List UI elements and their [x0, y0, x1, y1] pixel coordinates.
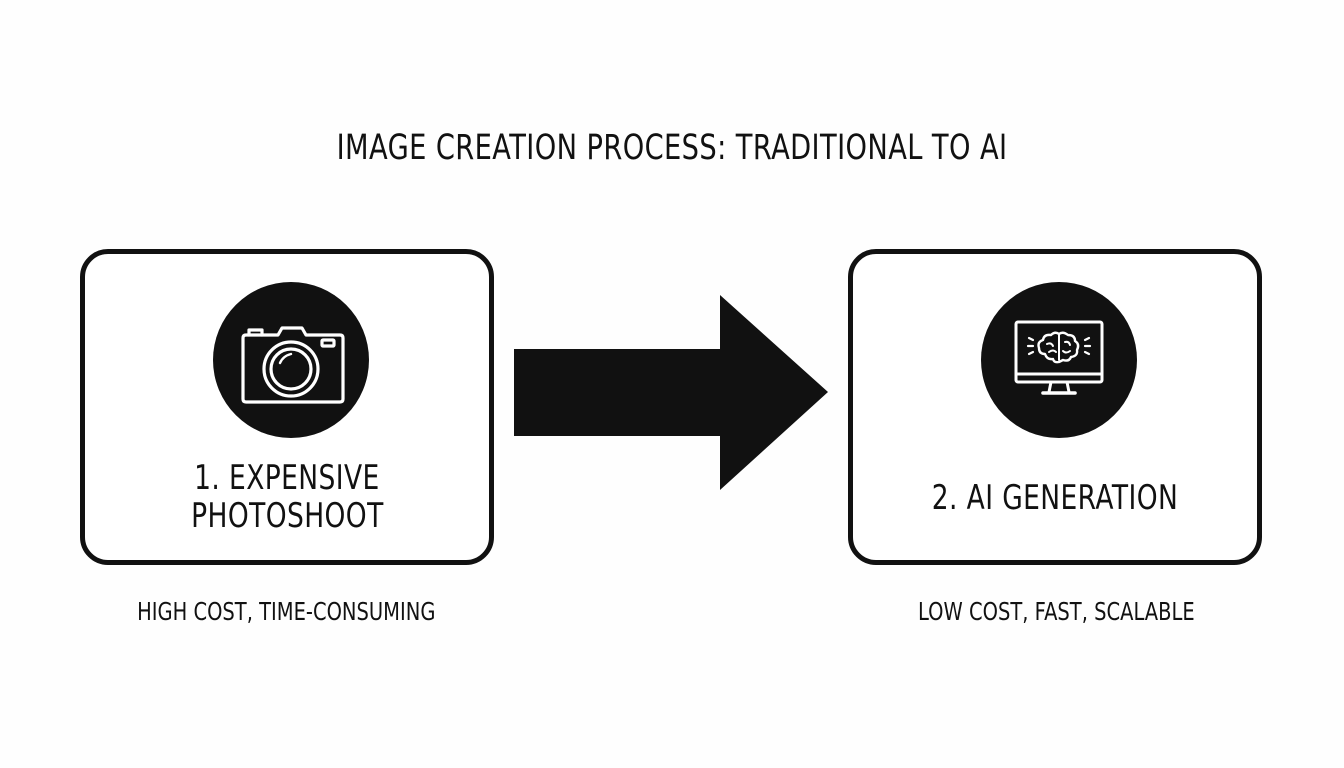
step-2-caption: LOW COST, FAST, SCALABLE — [806, 597, 1306, 627]
step-1-caption: HIGH COST, TIME-CONSUMING — [36, 597, 536, 627]
camera-icon — [241, 326, 345, 404]
step-1-label-line1: 1. EXPENSIVE — [194, 458, 380, 498]
step-1-label: 1. EXPENSIVE PHOTOSHOOT — [85, 459, 489, 535]
camera-icon-circle — [213, 282, 369, 438]
monitor-brain-icon — [1014, 320, 1104, 395]
step-box-ai-generation: 2. AI GENERATION — [848, 249, 1262, 565]
right-arrow-icon — [514, 295, 828, 490]
diagram-title-text: IMAGE CREATION PROCESS: TRADITIONAL TO A… — [336, 128, 1008, 168]
step-1-caption-text: HIGH COST, TIME-CONSUMING — [136, 597, 436, 626]
monitor-icon-circle — [981, 282, 1137, 438]
step-1-label-line2: PHOTOSHOOT — [190, 496, 384, 536]
step-box-photoshoot: 1. EXPENSIVE PHOTOSHOOT — [80, 249, 494, 565]
step-2-label-line1: 2. AI GENERATION — [931, 478, 1179, 518]
step-2-caption-text: LOW COST, FAST, SCALABLE — [917, 597, 1195, 626]
step-2-label: 2. AI GENERATION — [853, 479, 1257, 517]
diagram-title: IMAGE CREATION PROCESS: TRADITIONAL TO A… — [0, 126, 1344, 170]
